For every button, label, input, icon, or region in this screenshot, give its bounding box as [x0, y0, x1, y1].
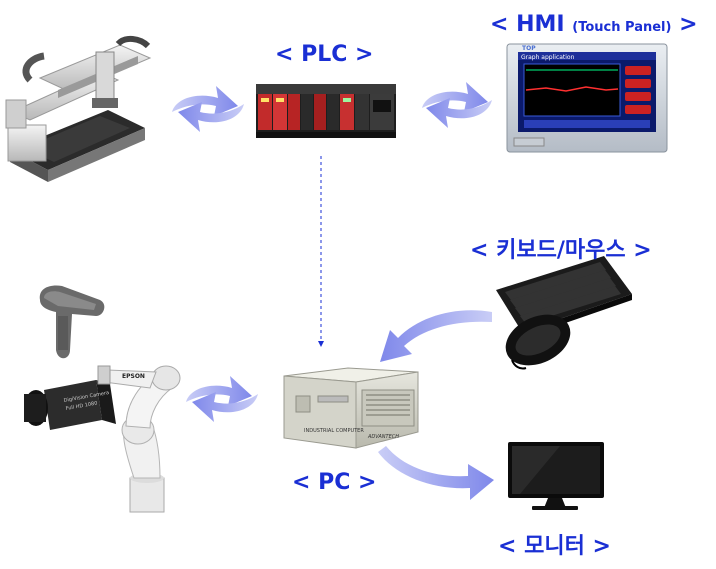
- hmi-label-close: >: [679, 12, 698, 37]
- pc-label: < PC >: [292, 470, 377, 495]
- hmi-touch-panel-icon: Graph application TOP: [506, 43, 668, 153]
- plc-label: < PLC >: [275, 42, 374, 67]
- industrial-pc-icon: INDUSTRIAL COMPUTER ADVANTECH: [283, 367, 419, 449]
- hmi-label: < HMI (Touch Panel) >: [490, 12, 698, 37]
- gantry-conveyor-icon: [5, 36, 152, 182]
- keyboard-icon: [496, 256, 632, 338]
- plc-hmi-swap-arrows: [422, 82, 492, 128]
- plc-gantry-swap-arrows: [172, 86, 244, 132]
- hmi-label-main: < HMI: [490, 12, 565, 37]
- industrial-camera-icon: DigiVision Camera Full HD 1080: [24, 380, 116, 430]
- monitor-label: < 모니터 >: [498, 534, 611, 559]
- plc-module-icon: [256, 84, 396, 138]
- robot-pc-swap-arrows: [186, 376, 258, 422]
- pc-to-monitor-arrow: [378, 446, 494, 500]
- mouse-icon: [505, 314, 571, 370]
- keyboard-mouse-label: < 키보드/마우스 >: [470, 238, 652, 263]
- robot-arm-icon: EPSON: [97, 365, 181, 513]
- robot-brand: EPSON: [122, 373, 145, 380]
- keyboard-to-pc-arrow: [380, 310, 492, 362]
- pc-brand: ADVANTECH: [367, 434, 399, 440]
- hmi-label-sub: (Touch Panel): [572, 20, 672, 35]
- hmi-brand: TOP: [522, 45, 536, 52]
- camera-model: Full HD 1080: [65, 400, 98, 411]
- hmi-screen-title: Graph application: [521, 54, 575, 61]
- pc-model: INDUSTRIAL COMPUTER: [304, 428, 364, 434]
- monitor-icon: [508, 442, 604, 510]
- barcode-scanner-icon: [39, 285, 105, 359]
